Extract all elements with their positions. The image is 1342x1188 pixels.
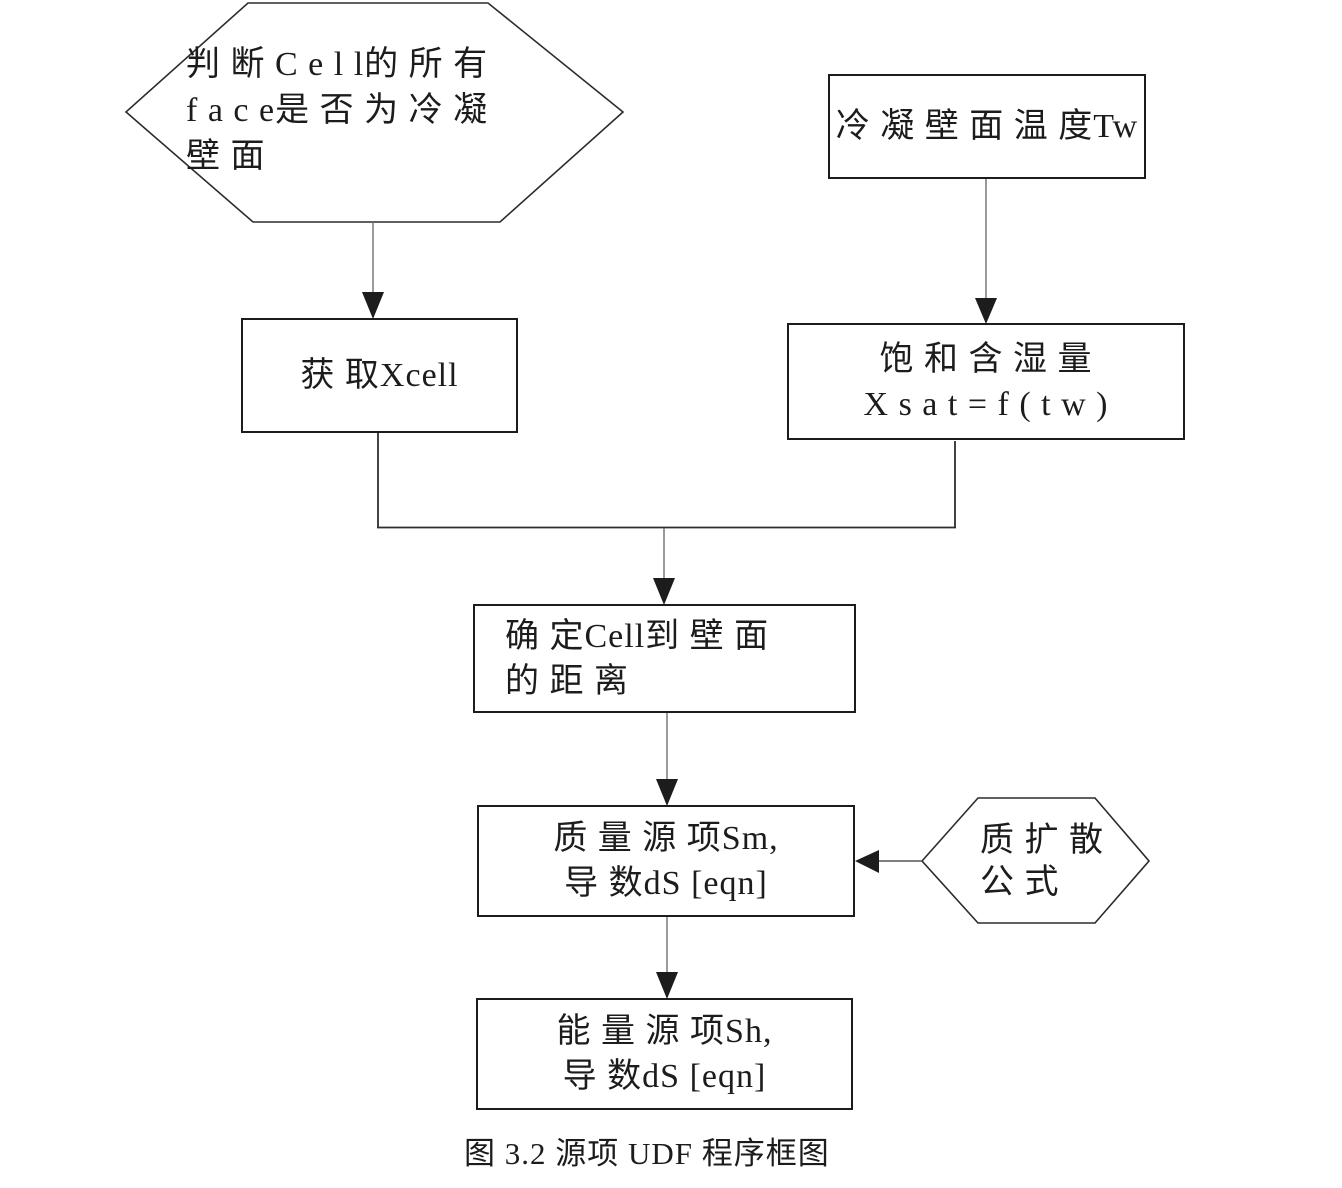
node-cell-wall-distance: 确 定Cell到 壁 面 的 距 离	[473, 604, 856, 713]
node-get-xcell-text: 获 取Xcell	[300, 357, 459, 394]
decision-check-condensing-faces-label: 判 断 C e l l的 所 有 f a c e是 否 为 冷 凝 壁 面	[186, 42, 488, 180]
arrowhead-into-masssource-right	[855, 850, 879, 873]
node-saturation-humidity: 饱 和 含 湿 量 X s a t = f ( t w )	[787, 323, 1185, 440]
node-energy-source-line-2: 导 数dS [eqn]	[562, 1058, 767, 1095]
diffusion-formula-line-1: 质 扩 散	[980, 822, 1104, 859]
arrowhead-into-celldistance	[653, 578, 675, 605]
arrowhead-into-getxcell	[362, 292, 384, 319]
arrowhead-into-energysource	[656, 972, 678, 999]
decision-line-1: 判 断 C e l l的 所 有	[186, 46, 489, 83]
arrowhead-into-masssource	[656, 779, 678, 806]
arrowhead-into-saturation	[975, 298, 997, 324]
hexagon-diffusion-formula-shape	[920, 797, 1151, 924]
node-energy-source-line-1: 能 量 源 项Sh,	[556, 1013, 773, 1050]
figure-caption: 图 3.2 源项 UDF 程序框图	[464, 1136, 830, 1171]
node-cell-wall-distance-line-2: 的 距 离	[505, 662, 629, 700]
node-wall-temperature-text: 冷 凝 壁 面 温 度Tw	[835, 108, 1139, 145]
node-mass-source-line-1: 质 量 源 项Sm,	[553, 820, 779, 857]
node-get-xcell: 获 取Xcell	[241, 318, 518, 433]
reference-diffusion-formula-label: 质 扩 散 公 式	[980, 820, 1104, 904]
decision-line-3: 壁 面	[186, 138, 266, 175]
node-cell-wall-distance-line-1: 确 定Cell到 壁 面	[505, 617, 770, 655]
node-saturation-line-1: 饱 和 含 湿 量	[879, 340, 1093, 378]
node-saturation-line-2: X s a t = f ( t w )	[863, 385, 1109, 423]
diffusion-formula-line-2: 公 式	[980, 864, 1060, 901]
hexagon-check-all-faces-shape	[124, 2, 625, 223]
node-energy-source-term: 能 量 源 项Sh, 导 数dS [eqn]	[476, 998, 853, 1110]
node-mass-source-line-2: 导 数dS [eqn]	[564, 865, 768, 902]
decision-line-2: f a c e是 否 为 冷 凝	[186, 92, 489, 129]
node-mass-source-term: 质 量 源 项Sm, 导 数dS [eqn]	[477, 805, 855, 917]
node-wall-temperature: 冷 凝 壁 面 温 度Tw	[828, 74, 1146, 179]
